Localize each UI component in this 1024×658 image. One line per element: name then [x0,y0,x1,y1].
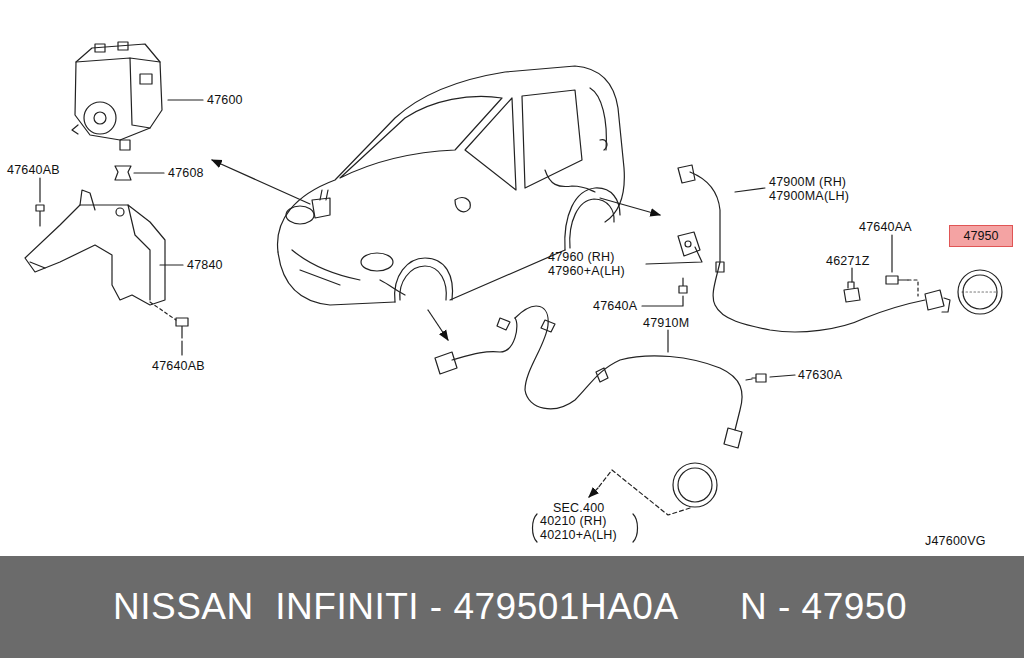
banner-text: NISSAN INFINITI - 479501HA0A [113,586,679,628]
part-banner: NISSAN INFINITI - 479501HA0A N - 47950 [0,556,1024,658]
callout-number: 47900M (RH) [769,176,846,189]
callout-number: 47960+A(LH) [548,265,625,278]
callout-number: 47950 [964,229,999,243]
callout-number: 47840 [187,259,223,272]
callout-number: 47900MA(LH) [769,190,849,203]
callout-number: 47630A [798,369,842,382]
callout-number: 46271Z [826,255,870,268]
callout-number: 47600 [207,94,243,107]
callout-number: 47640AB [152,360,205,373]
callout-number: 47608 [168,167,204,180]
highlight-box: 47950 [949,225,1013,247]
callout-number: 47910M [643,317,689,330]
callout-number: 47640A [593,300,637,313]
banner-text: N - 47950 [740,586,907,628]
part-number: 40210 (RH) [540,515,607,528]
callout-number: 47640AA [859,221,912,234]
callout-number: 47960 (RH) [548,251,615,264]
part-number: 40210+A(LH) [540,529,617,542]
diagram-code: J47600VG [925,535,986,548]
callout-number: 47640AB [7,164,60,177]
section-reference: SEC.400 [553,502,604,515]
